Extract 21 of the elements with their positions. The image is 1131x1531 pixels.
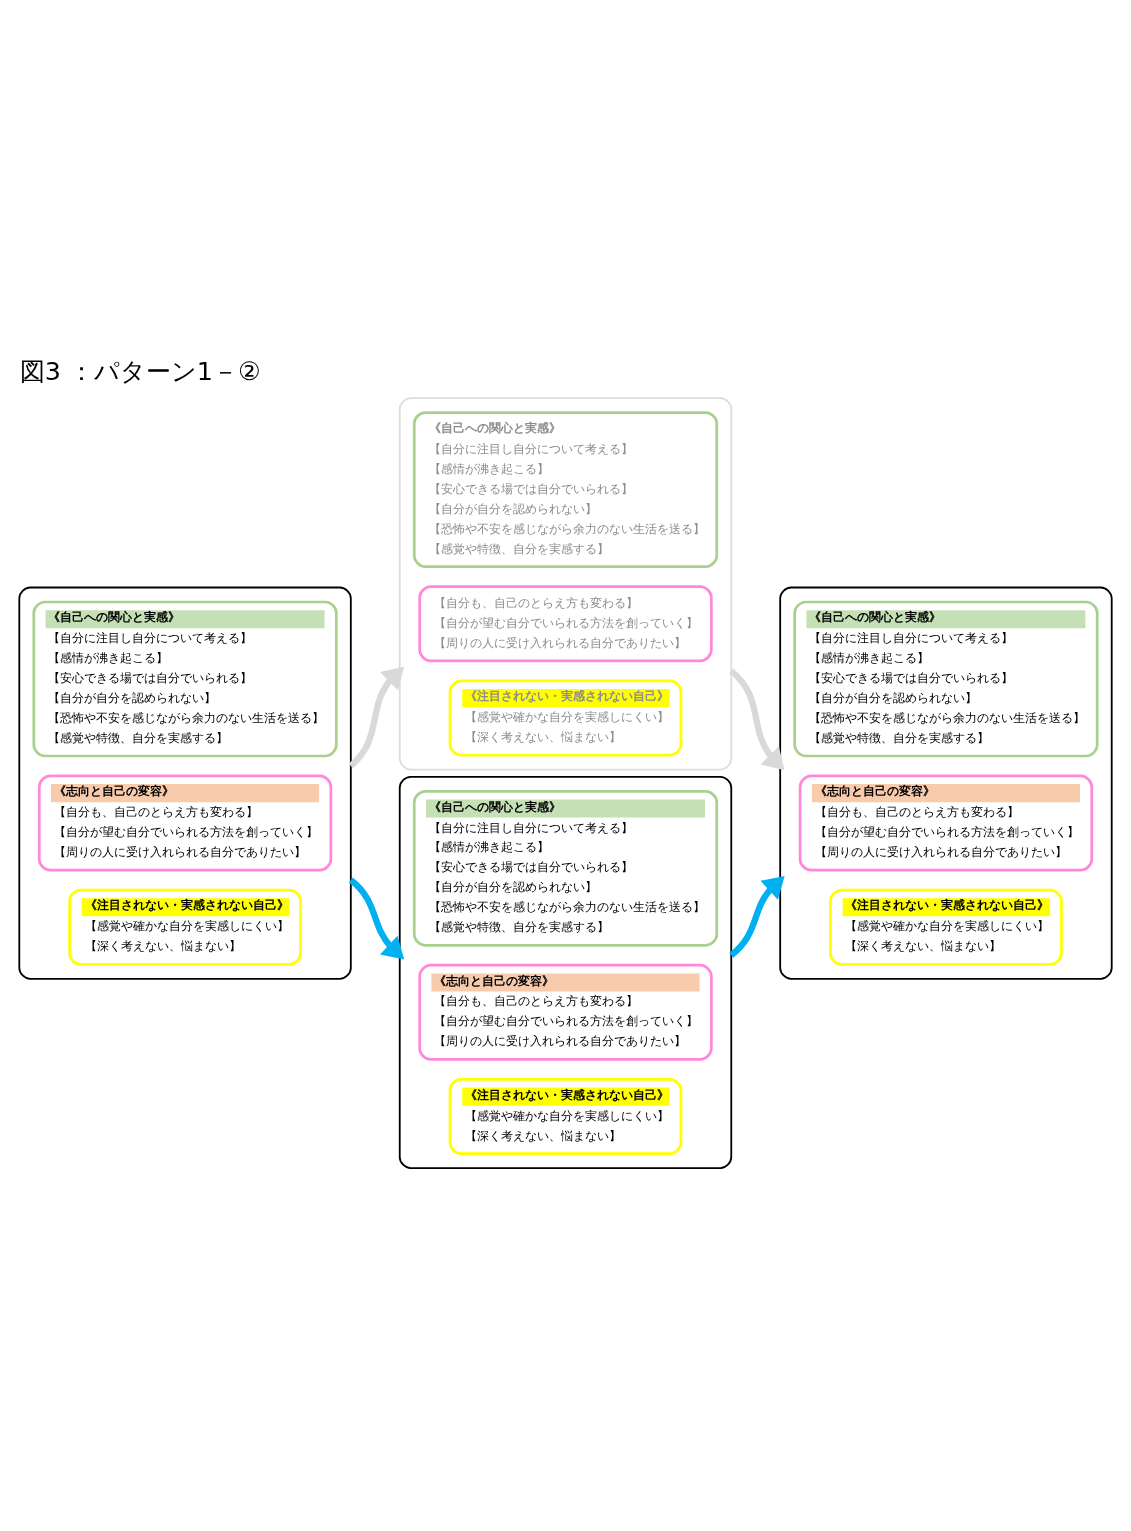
diagram-title: 図3 ：パターン1－② xyxy=(19,355,261,386)
node-box: 《志向と自己の変容》 【自分も、自己のとらえ方も変わる】 【自分が望む自分でいられる方法を創っていく】 【周りの人に受け入れられる自分でありたい】 xyxy=(37,774,333,872)
node-box: 《注目されない・実感されない自己》 【感覚や確かな自分を実感しにくい】 【深く考えない、悩まない】 xyxy=(448,1078,683,1155)
cluster xyxy=(398,397,733,771)
node-box: 《注目されない・実感されない自己》 【感覚や確かな自分を実感しにくい】 【深く考えない、悩まない】 xyxy=(68,888,302,966)
node-box: 《注目されない・実感されない自己》 【感覚や確かな自分を実感しにくい】 【深く考えない、悩まない】 xyxy=(829,888,1063,966)
arrow xyxy=(348,666,405,769)
arrow xyxy=(729,875,785,958)
node-box: 《自己への関心と実感》 【自分に注目し自分について考える】 【感情が沸き起こる】 【安心できる場では自分でいられる】 【自分が自分を認められない】 【恐怖や不安を感じながら余力のない生活を送る】 【感覚や特徴、自分を実感する】 xyxy=(412,789,719,947)
node-box: 【自分も、自己のとらえ方も変わる】 【自分が望む自分でいられる方法を創っていく】 【周りの人に受け入れられる自分でありたい】 xyxy=(418,585,713,663)
node-box: 《自己への関心と実感》 【自分に注目し自分について考える】 【感情が沸き起こる】 【安心できる場では自分でいられる】 【自分が自分を認められない】 【恐怖や不安を感じながら余力のない生活を送る】 【感覚や特徴、自分を実感する】 xyxy=(793,600,1099,758)
node-box: 《自己への関心と実感》 【自分に注目し自分について考える】 【感情が沸き起こる】 【安心できる場では自分でいられる】 【自分が自分を認められない】 【恐怖や不安を感じながら余力のない生活を送る】 【感覚や特徴、自分を実感する】 xyxy=(412,411,719,569)
cluster xyxy=(779,586,1113,980)
arrow xyxy=(348,877,405,960)
node-box: 《注目されない・実感されない自己》 【感覚や確かな自分を実感しにくい】 【深く考えない、悩まない】 xyxy=(448,679,683,757)
cluster xyxy=(398,775,733,1170)
arrow xyxy=(729,668,785,771)
node-box: 《自己への関心と実感》 【自分に注目し自分について考える】 【感情が沸き起こる】 【安心できる場では自分でいられる】 【自分が自分を認められない】 【恐怖や不安を感じながら余力のない生活を送る】 【感覚や特徴、自分を実感する】 xyxy=(32,600,338,758)
node-box: 《志向と自己の変容》 【自分も、自己のとらえ方も変わる】 【自分が望む自分でいられる方法を創っていく】 【周りの人に受け入れられる自分でありたい】 xyxy=(418,963,713,1061)
node-box: 《志向と自己の変容》 【自分も、自己のとらえ方も変わる】 【自分が望む自分でいられる方法を創っていく】 【周りの人に受け入れられる自分でありたい】 xyxy=(798,774,1094,872)
cluster xyxy=(18,586,352,980)
